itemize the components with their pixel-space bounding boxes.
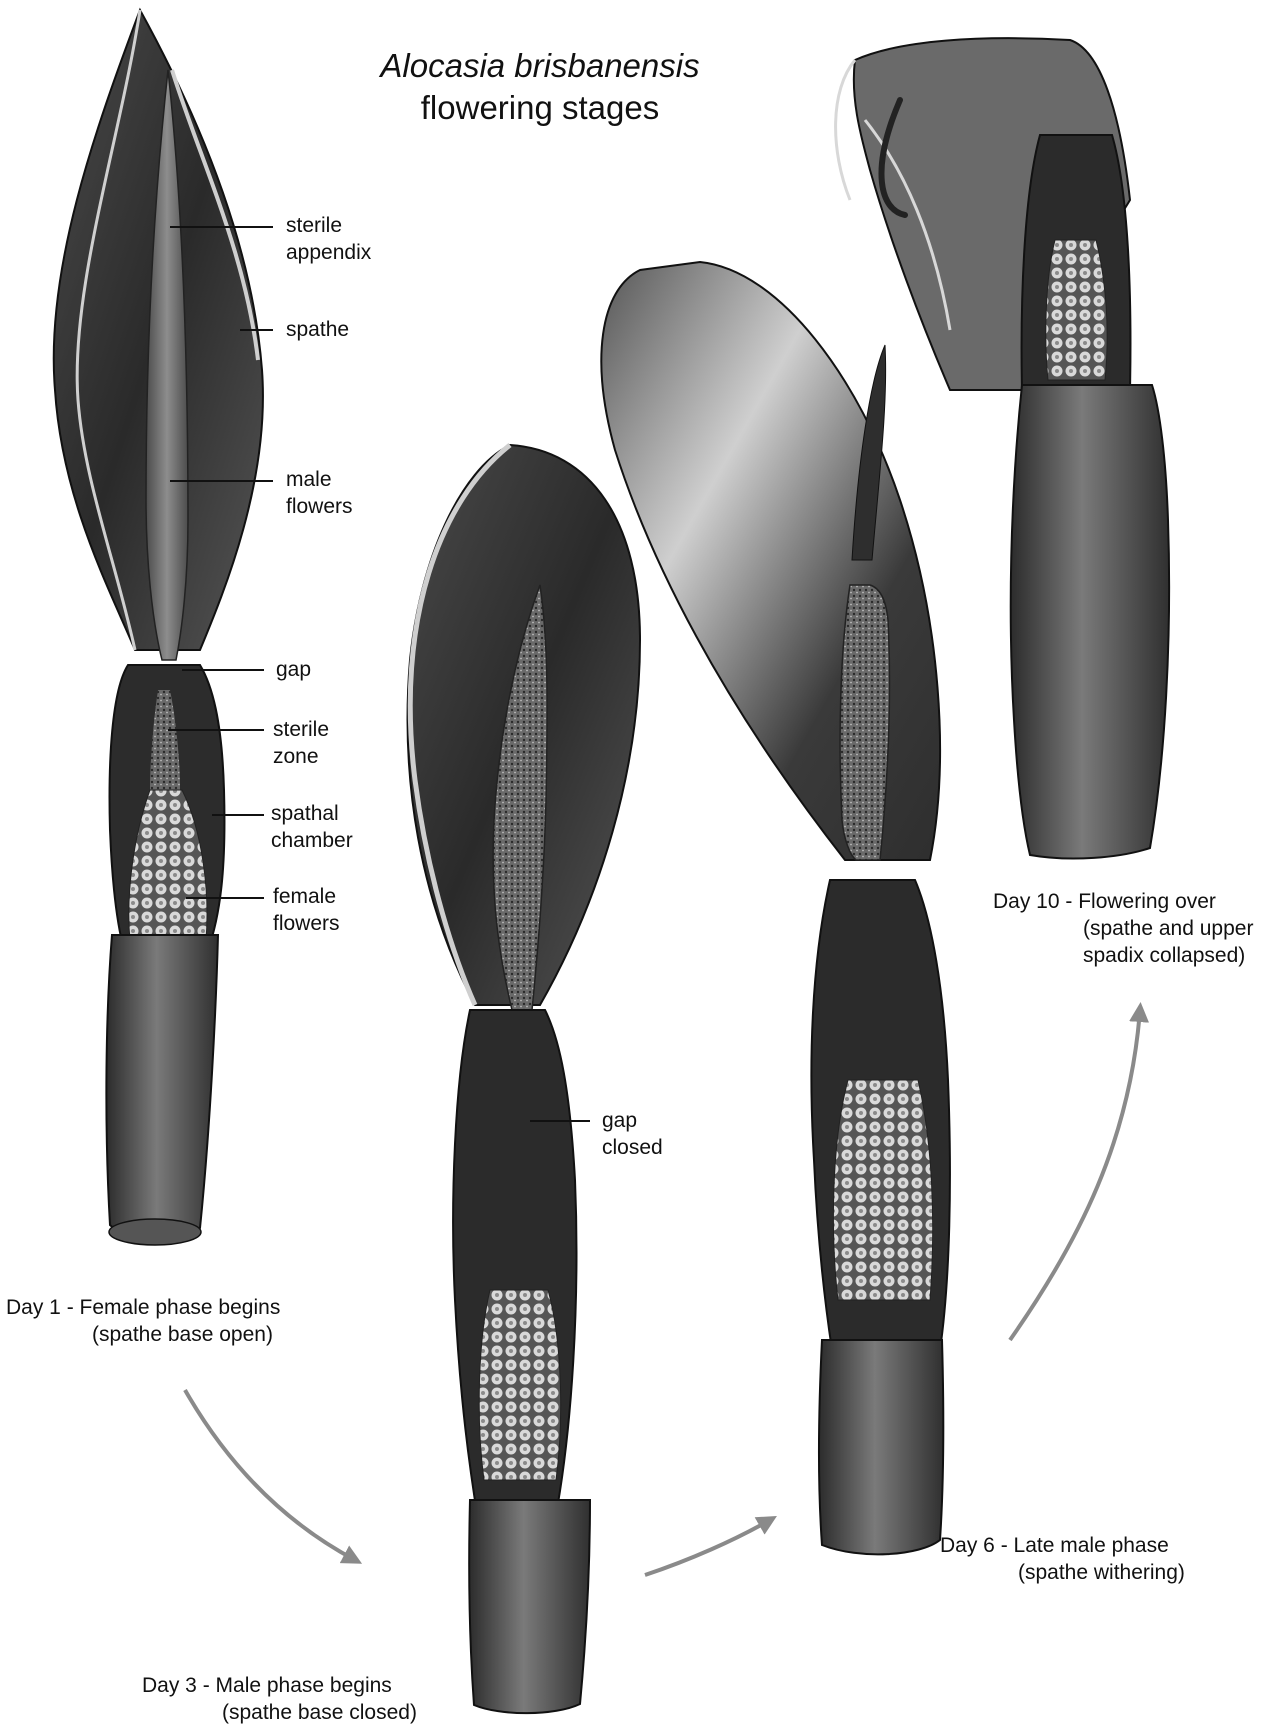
label-male-flowers: male flowers bbox=[286, 466, 353, 520]
title-species: Alocasia brisbanensis bbox=[360, 46, 720, 86]
caption-day1: Day 1 - Female phase begins (spathe base… bbox=[6, 1294, 280, 1348]
label-gap: gap bbox=[276, 656, 311, 683]
day6-plant bbox=[601, 262, 950, 1554]
label-spathal-chamber: spathal chamber bbox=[271, 800, 353, 854]
day1-plant bbox=[54, 10, 263, 1245]
day10-stalk bbox=[1011, 385, 1169, 859]
day1-stalk bbox=[106, 935, 218, 1240]
label-sterile-zone: sterile zone bbox=[273, 716, 329, 770]
arrow-day1-to-day3 bbox=[185, 1390, 355, 1560]
label-female-flowers: female flowers bbox=[273, 883, 340, 937]
label-spathe: spathe bbox=[286, 316, 349, 343]
arrow-day3-to-day6 bbox=[645, 1520, 770, 1575]
caption-day10: Day 10 - Flowering over (spathe and uppe… bbox=[993, 888, 1253, 969]
day6-stalk bbox=[819, 1340, 943, 1554]
day3-stalk bbox=[469, 1500, 590, 1713]
day6-female-flowers bbox=[833, 1080, 932, 1300]
caption-day3: Day 3 - Male phase begins (spathe base c… bbox=[142, 1672, 417, 1724]
day6-spadix bbox=[840, 585, 890, 860]
day10-female-flowers bbox=[1046, 240, 1107, 380]
stage-arrows bbox=[185, 1010, 1140, 1575]
day3-female-flowers bbox=[479, 1290, 560, 1480]
title-subtitle: flowering stages bbox=[360, 88, 720, 128]
day3-plant bbox=[408, 445, 640, 1713]
label-sterile-appendix: sterile appendix bbox=[286, 212, 371, 266]
day6-spathe-blade bbox=[601, 262, 940, 860]
arrow-day6-to-day10 bbox=[1010, 1010, 1140, 1340]
label-gap-closed: gap closed bbox=[602, 1107, 663, 1161]
caption-day6: Day 6 - Late male phase (spathe witherin… bbox=[940, 1532, 1185, 1586]
